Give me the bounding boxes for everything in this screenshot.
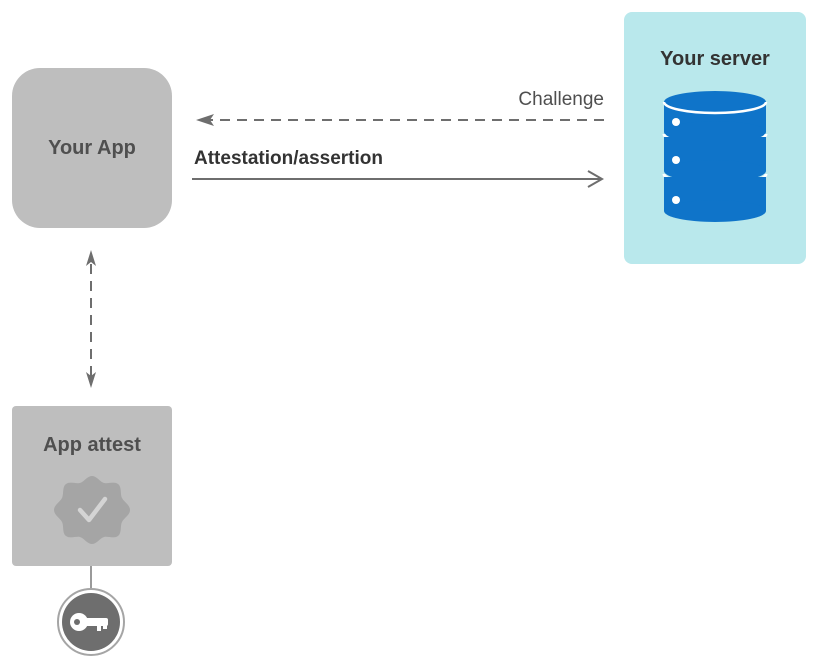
link-arrowhead-up <box>86 250 96 266</box>
attestation-arrowhead <box>587 170 605 188</box>
challenge-arrowhead <box>196 114 214 126</box>
app-attest-label: App attest <box>43 434 141 456</box>
your-server-node: Your server <box>624 12 806 264</box>
database-icon <box>662 91 768 222</box>
attestation-label: Attestation/assertion <box>194 148 383 169</box>
your-server-label: Your server <box>660 48 770 70</box>
your-app-node: Your App <box>12 68 172 228</box>
your-app-label: Your App <box>48 136 136 159</box>
verified-badge-icon <box>54 476 130 544</box>
app-attest-node: App attest <box>12 406 172 566</box>
link-arrowhead-down <box>86 372 96 388</box>
challenge-label: Challenge <box>518 89 604 110</box>
key-icon <box>57 588 125 656</box>
